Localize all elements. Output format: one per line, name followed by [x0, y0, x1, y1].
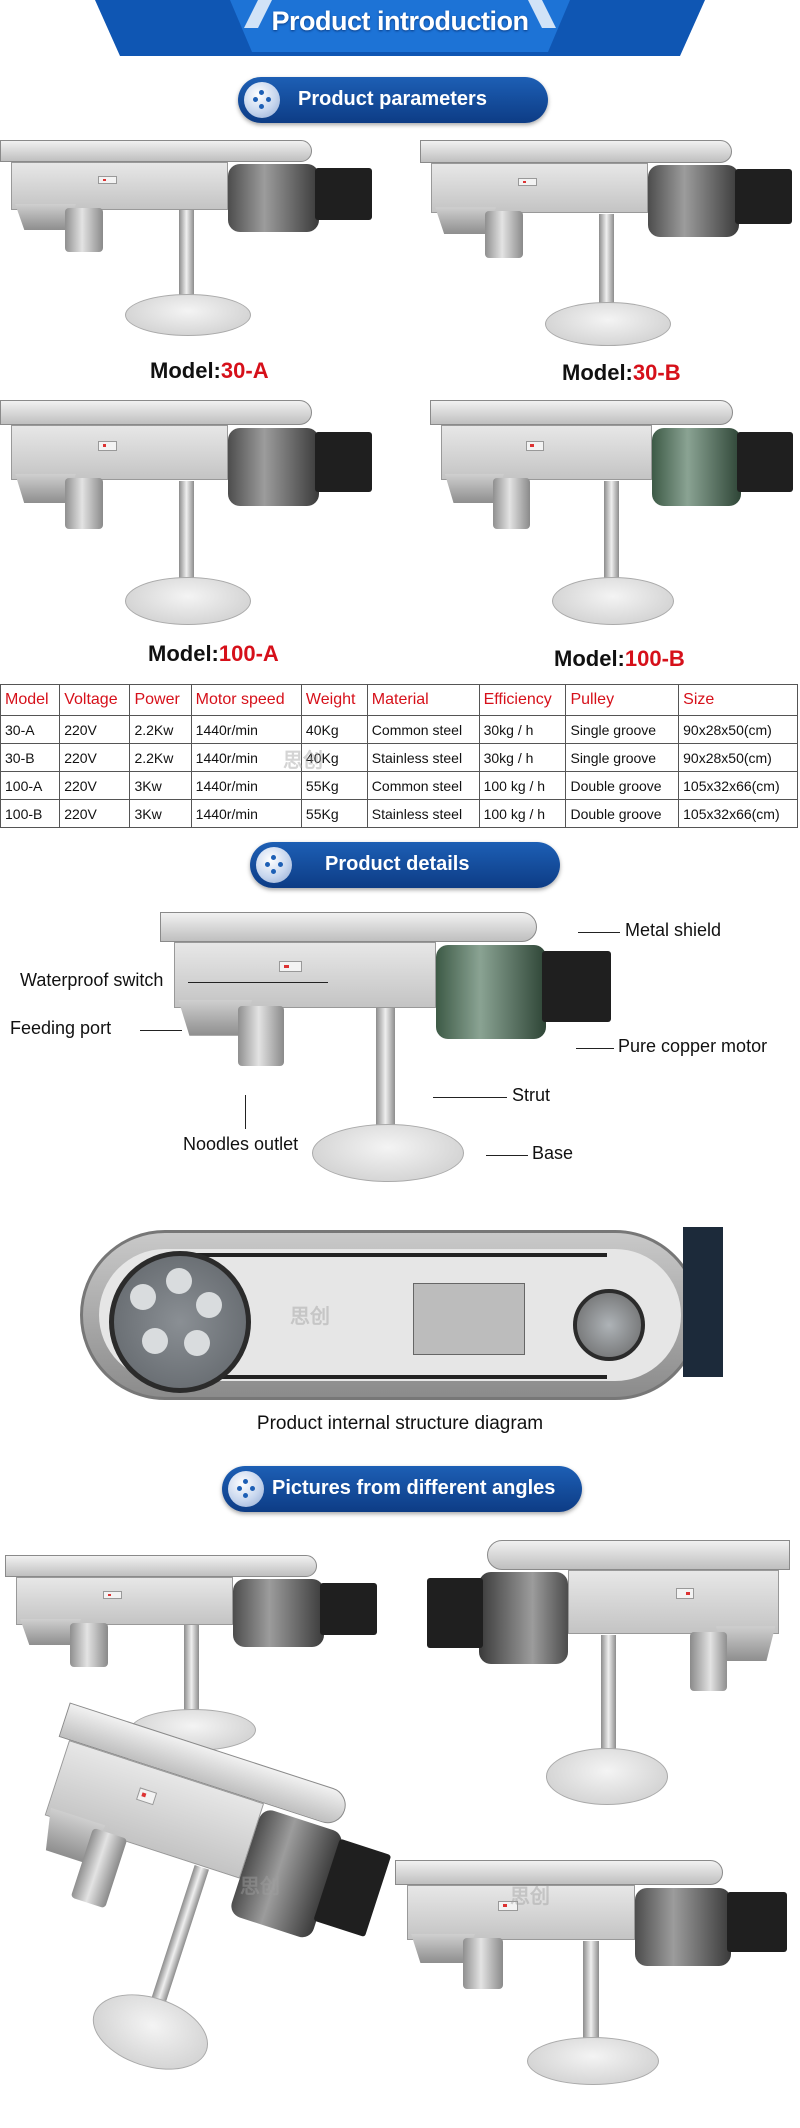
- column-header: Motor speed: [190, 684, 302, 716]
- column-header: Voltage: [59, 684, 131, 716]
- table-cell: 1440r/min: [190, 715, 302, 744]
- watermark: 思创: [240, 1876, 280, 1898]
- table-cell: 30kg / h: [478, 743, 567, 772]
- model-caption-30b: Model:30-B: [562, 360, 681, 385]
- table-cell: 100 kg / h: [478, 799, 567, 828]
- internal-structure-image: [80, 1227, 723, 1400]
- table-cell: 100 kg / h: [478, 771, 567, 800]
- model-caption-30a: Model:30-A: [150, 358, 269, 383]
- table-cell: Common steel: [366, 715, 480, 744]
- section-title: Product parameters: [298, 88, 487, 110]
- table-cell: 3Kw: [129, 771, 192, 800]
- model-caption-100a: Model:100-A: [148, 641, 279, 666]
- table-cell: 2.2Kw: [129, 743, 192, 772]
- table-cell: 220V: [59, 771, 131, 800]
- table-cell: 2.2Kw: [129, 715, 192, 744]
- section-title: Product details: [325, 853, 470, 875]
- internal-structure-caption: Product internal structure diagram: [256, 1413, 544, 1434]
- machine-image-30a: [0, 140, 380, 340]
- table-row: 30-A 220V 2.2Kw 1440r/min 40Kg Common st…: [0, 715, 798, 744]
- table-cell: Common steel: [366, 771, 480, 800]
- table-cell: 55Kg: [300, 771, 368, 800]
- table-cell: 90x28x50(cm): [678, 715, 798, 744]
- table-cell: Double groove: [565, 799, 680, 828]
- table-cell: Single groove: [565, 715, 680, 744]
- table-cell: 100-B: [0, 799, 61, 828]
- section-header-details: Product details: [250, 842, 560, 888]
- table-cell: 40Kg: [300, 715, 368, 744]
- label-motor: Pure copper motor: [618, 1036, 768, 1056]
- column-header: Model: [0, 684, 61, 716]
- machine-image-30b: [420, 140, 800, 350]
- angle-photo-2: [420, 1540, 790, 1810]
- table-cell: 1440r/min: [190, 771, 302, 800]
- label-strut: Strut: [512, 1085, 551, 1105]
- table-cell: 3Kw: [129, 799, 192, 828]
- table-cell: 90x28x50(cm): [678, 743, 798, 772]
- table-cell: 220V: [59, 799, 131, 828]
- label-waterproof-switch: Waterproof switch: [20, 970, 164, 990]
- watermark: 思创: [283, 750, 323, 772]
- table-row: 30-B 220V 2.2Kw 1440r/min 40Kg Stainless…: [0, 743, 798, 772]
- table-row: 100-A 220V 3Kw 1440r/min 55Kg Common ste…: [0, 771, 798, 800]
- table-cell: 220V: [59, 715, 131, 744]
- header-banner: [95, 0, 705, 56]
- table-cell: 100-A: [0, 771, 61, 800]
- table-cell: 30-A: [0, 715, 61, 744]
- angle-photo-3: [0, 1702, 412, 2127]
- table-cell: 1440r/min: [190, 799, 302, 828]
- table-cell: Stainless steel: [366, 743, 480, 772]
- page-title: Product introduction: [271, 6, 529, 36]
- spec-table: Model Voltage Power Motor speed Weight M…: [0, 684, 798, 828]
- label-feeding-port: Feeding port: [10, 1018, 112, 1038]
- machine-image-100a: [0, 400, 380, 630]
- gear-icon: [256, 847, 292, 883]
- watermark: 思创: [510, 1886, 550, 1908]
- label-noodles-outlet: Noodles outlet: [183, 1134, 299, 1154]
- watermark: 思创: [290, 1306, 330, 1328]
- section-title: Pictures from different angles: [272, 1477, 556, 1499]
- table-cell: 55Kg: [300, 799, 368, 828]
- column-header: Efficiency: [478, 684, 567, 716]
- table-cell: Double groove: [565, 771, 680, 800]
- label-base: Base: [532, 1143, 574, 1163]
- table-cell: 30kg / h: [478, 715, 567, 744]
- table-row: 100-B 220V 3Kw 1440r/min 55Kg Stainless …: [0, 799, 798, 828]
- table-cell: 105x32x66(cm): [678, 771, 798, 800]
- table-cell: 105x32x66(cm): [678, 799, 798, 828]
- detail-machine-image: [160, 912, 620, 1187]
- table-cell: 30-B: [0, 743, 61, 772]
- column-header: Material: [366, 684, 480, 716]
- angle-photo-4: [395, 1860, 795, 2090]
- gear-icon: [244, 82, 280, 118]
- column-header: Weight: [300, 684, 368, 716]
- table-cell: Single groove: [565, 743, 680, 772]
- column-header: Power: [129, 684, 192, 716]
- column-header: Pulley: [565, 684, 680, 716]
- section-header-parameters: Product parameters: [238, 77, 548, 123]
- model-caption-100b: Model:100-B: [554, 646, 685, 671]
- table-cell: 40Kg: [300, 743, 368, 772]
- table-cell: Stainless steel: [366, 799, 480, 828]
- machine-image-100b: [430, 400, 800, 630]
- label-metal-shield: Metal shield: [625, 920, 722, 940]
- gear-icon: [228, 1471, 264, 1507]
- table-cell: 220V: [59, 743, 131, 772]
- table-header-row: Model Voltage Power Motor speed Weight M…: [0, 684, 798, 716]
- section-header-angles: Pictures from different angles: [222, 1466, 582, 1512]
- column-header: Size: [678, 684, 798, 716]
